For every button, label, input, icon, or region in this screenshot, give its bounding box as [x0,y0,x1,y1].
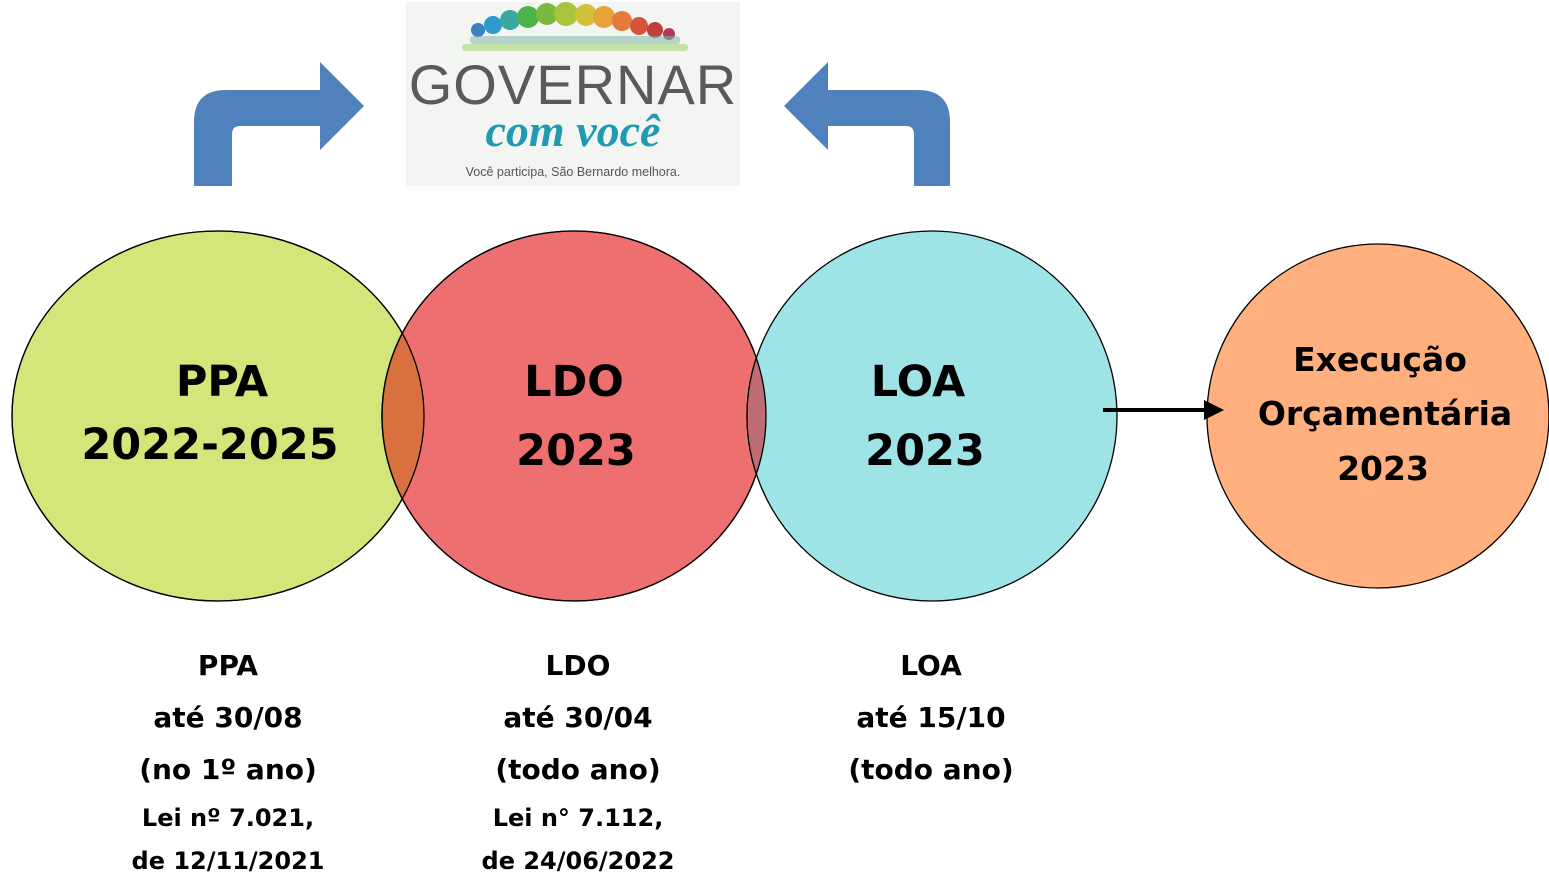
arrow-ppa-to-logo [194,62,364,186]
loa-circle [746,230,1118,602]
ppa-circle-title: PPA [176,357,269,407]
ldo-note-law-date: de 24/06/2022 [482,847,675,875]
logo-background [406,2,740,186]
loa-circle-year: 2023 [865,426,985,476]
ppa-note-frequency: (no 1º ano) [139,753,317,786]
logo-title: GOVERNAR [409,53,738,116]
ldo-circle-year: 2023 [516,426,636,476]
loa-note-frequency: (todo ano) [848,753,1013,786]
ppa-note-title: PPA [198,649,258,682]
ldo-loa-overlap [746,231,766,601]
ppa-note-law: Lei nº 7.021, [142,804,314,832]
loa-circle-title: LOA [871,357,966,407]
execucao-circle-line2: Orçamentária [1258,394,1512,433]
execucao-circle-year: 2023 [1337,449,1429,488]
arrow-loa-to-execucao [1103,400,1224,420]
arrow-loa-to-logo [784,62,950,186]
ppa-circle-period: 2022-2025 [81,420,338,470]
loa-deadline-note: LOA até 15/10 (todo ano) [848,649,1013,786]
ldo-note-law: Lei n° 7.112, [493,804,664,832]
ldo-note-deadline: até 30/04 [503,701,652,734]
loa-note-title: LOA [900,649,962,682]
governar-com-voce-logo: GOVERNAR com você Você participa, São Be… [406,2,740,186]
ppa-deadline-note: PPA até 30/08 (no 1º ano) Lei nº 7.021, … [132,649,325,875]
ldo-deadline-note: LDO até 30/04 (todo ano) Lei n° 7.112, d… [482,649,675,875]
ldo-circle-title: LDO [524,357,624,407]
execucao-circle-line1: Execução [1293,340,1467,379]
ldo-note-frequency: (todo ano) [495,753,660,786]
ppa-circle [11,230,425,602]
ldo-circle [381,230,767,602]
people-graphic-icon [462,2,688,51]
ldo-note-title: LDO [546,649,611,682]
loa-note-deadline: até 15/10 [856,701,1005,734]
logo-subtitle: com você [486,105,662,156]
ppa-note-law-date: de 12/11/2021 [132,847,325,875]
ppa-note-deadline: até 30/08 [153,701,302,734]
logo-tagline: Você participa, São Bernardo melhora. [466,165,681,179]
